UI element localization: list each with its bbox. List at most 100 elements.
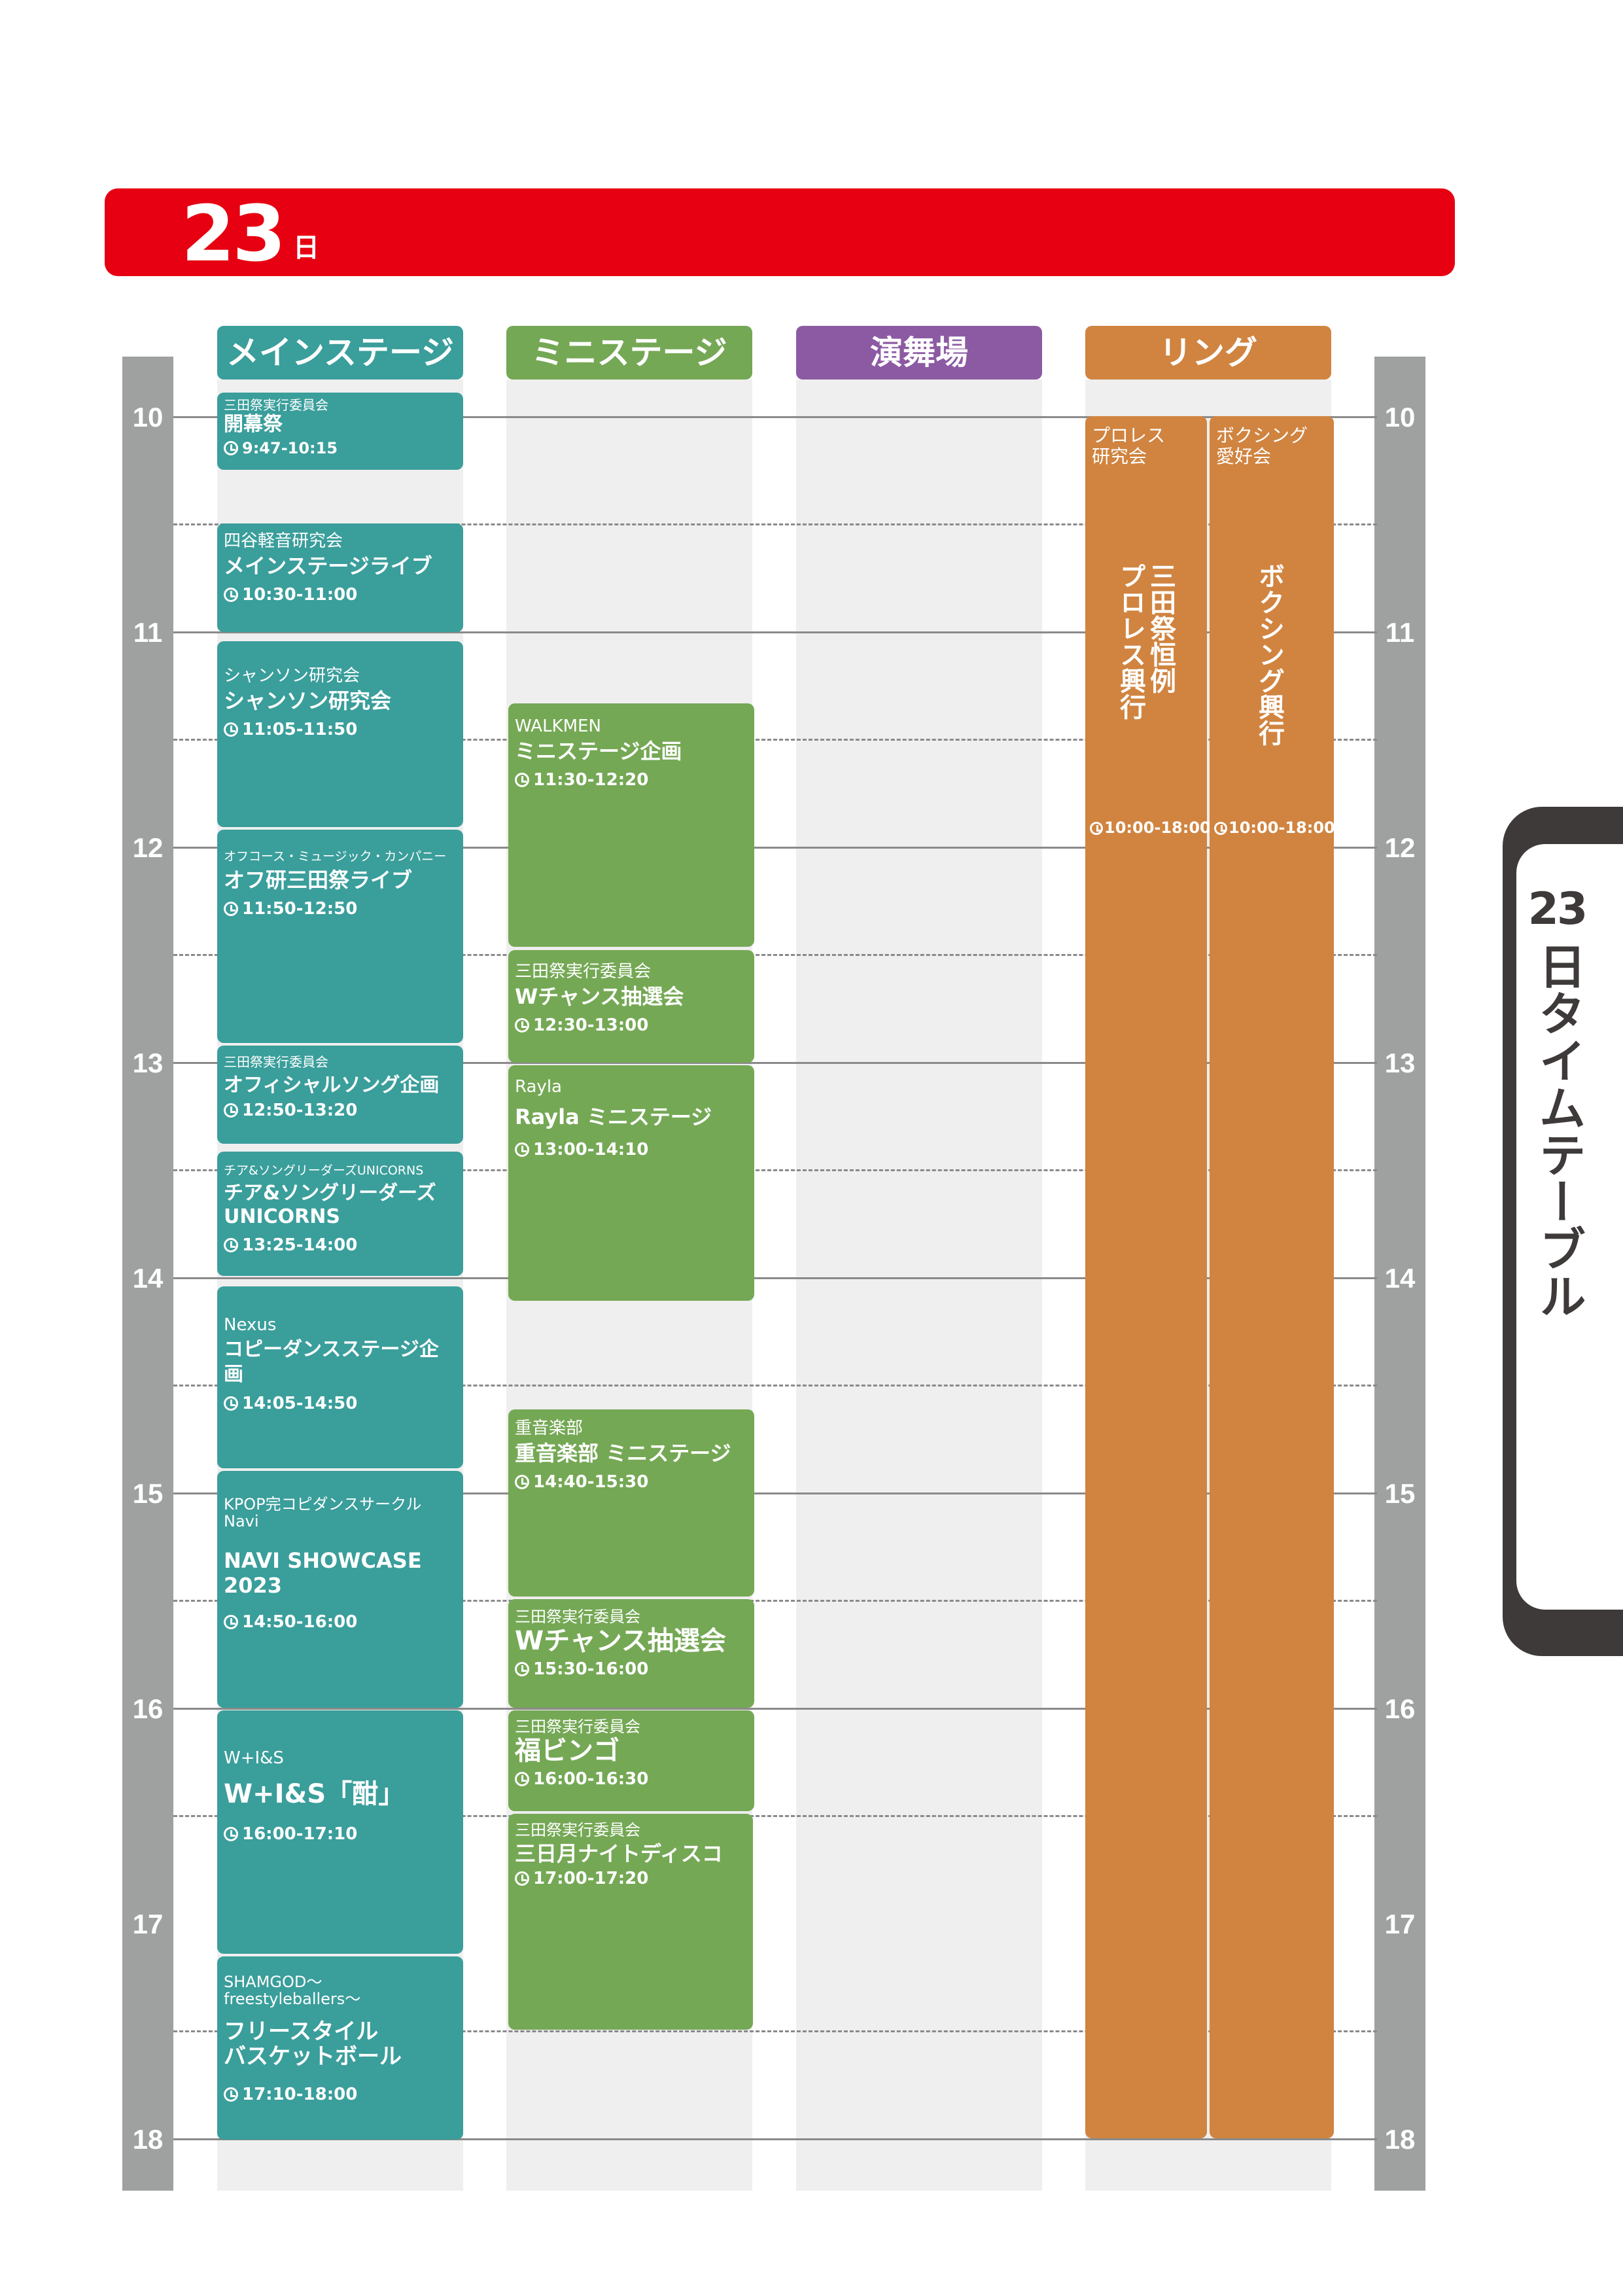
hour-line (173, 1062, 1377, 1064)
hour-label: 17 (132, 1909, 164, 1939)
event-title: 三田祭恒例 (1145, 563, 1176, 694)
clock-icon (224, 1103, 238, 1118)
half-hour-line (173, 2030, 1377, 2032)
event-time: 16:00-16:30 (533, 1769, 649, 1789)
event-group: 三田祭実行委員会 (515, 1608, 640, 1626)
event-time-row: 10:00-18:00 (1214, 818, 1335, 838)
hour-label: 13 (1384, 1048, 1416, 1078)
clock-icon (1214, 822, 1227, 835)
event-card[interactable]: シャンソン研究会 シャンソン研究会 11:05-11:50 (217, 641, 463, 827)
event-time: 10:00-18:00 (1104, 819, 1211, 837)
event-time: 11:30-12:20 (533, 770, 649, 790)
event-card[interactable]: WALKMEN ミニステージ企画 11:30-12:20 (508, 703, 754, 947)
event-title: フリースタイル (224, 2019, 379, 2045)
event-group: Nexus (224, 1315, 277, 1335)
event-title: ボクシング興行 (1254, 563, 1284, 746)
hour-label: 16 (1384, 1693, 1416, 1724)
half-hour-line (173, 1600, 1377, 1602)
event-title: Wチャンス抽選会 (515, 984, 684, 1009)
event-card-boxing[interactable]: ボクシング 愛好会 (1210, 416, 1334, 2138)
event-group: オフコース・ミュージック・カンパニー (224, 849, 447, 864)
event-card[interactable]: 重音楽部 重音楽部 ミニステージ 14:40-15:30 (508, 1409, 754, 1597)
event-time: 14:05-14:50 (242, 1394, 358, 1413)
event-group: Rayla (515, 1077, 562, 1097)
event-card[interactable]: チア&ソングリーダーズUNICORNS チア&ソングリーダーズ UNICORNS… (217, 1152, 463, 1276)
event-card[interactable]: 三田祭実行委員会 開幕祭 9:47-10:15 (217, 393, 463, 470)
event-card[interactable]: 三田祭実行委員会 Wチャンス抽選会 12:30-13:00 (508, 950, 754, 1063)
event-card[interactable]: W+I&S W+I&S「酣」 16:00-17:10 (217, 1710, 463, 1954)
side-index-tab-inner (1516, 844, 1623, 1610)
event-title: W+I&S「酣」 (224, 1779, 405, 1809)
event-title: チア&ソングリーダーズ (224, 1182, 436, 1205)
event-title: Wチャンス抽選会 (515, 1626, 726, 1656)
event-group: ボクシング (1216, 425, 1308, 446)
event-card-pro-wrestling[interactable]: プロレス 研究会 (1085, 416, 1207, 2138)
column-header-main-stage: メインステージ (217, 326, 463, 380)
half-hour-line (173, 523, 1377, 525)
hour-label: 13 (132, 1048, 164, 1078)
event-group: 三田祭実行委員会 (515, 1821, 640, 1839)
event-time: 10:00-18:00 (1229, 819, 1335, 837)
clock-icon (515, 1475, 529, 1489)
hour-line (173, 2138, 1377, 2140)
event-time: 13:00-14:10 (533, 1140, 649, 1159)
clock-icon (224, 588, 238, 602)
event-time: 13:25-14:00 (242, 1235, 358, 1255)
event-title-line2: UNICORNS (224, 1205, 340, 1228)
event-card[interactable]: オフコース・ミュージック・カンパニー オフ研三田祭ライブ 11:50-12:50 (217, 830, 463, 1043)
event-time: 14:50-16:00 (242, 1612, 358, 1632)
time-bar-right (1374, 357, 1425, 2191)
hour-label: 12 (132, 832, 164, 863)
event-title-line2: バスケットボール (224, 2043, 402, 2070)
hour-label: 11 (1385, 617, 1415, 648)
event-card[interactable]: Nexus コピーダンスステージ企画 14:05-14:50 (217, 1286, 463, 1468)
event-card[interactable]: KPOP完コピダンスサークル Navi NAVI SHOWCASE 2023 1… (217, 1471, 463, 1708)
hour-label: 10 (132, 402, 164, 433)
event-card[interactable]: 三田祭実行委員会 オフィシャルソング企画 12:50-13:20 (217, 1046, 463, 1144)
event-group: シャンソン研究会 (224, 666, 360, 686)
event-group: 四谷軽音研究会 (224, 531, 343, 551)
event-time: 14:40-15:30 (533, 1472, 649, 1492)
time-bar-left (122, 357, 173, 2191)
event-group: プロレス (1092, 425, 1166, 446)
half-hour-line (173, 739, 1377, 741)
clock-icon (515, 1871, 529, 1886)
event-title: 三日月ナイトディスコ (515, 1841, 723, 1866)
hour-label: 16 (132, 1693, 164, 1724)
event-title: 開幕祭 (224, 413, 283, 436)
event-card[interactable]: SHAMGOD〜freestyleballers〜 フリースタイル バスケットボ… (217, 1956, 463, 2140)
event-group: W+I&S (224, 1748, 284, 1768)
event-card[interactable]: 三田祭実行委員会 Wチャンス抽選会 15:30-16:00 (508, 1599, 754, 1708)
hour-label: 11 (133, 617, 163, 648)
event-time: 16:00-17:10 (242, 1824, 358, 1844)
side-tab-text: 日タイムテーブル (1531, 942, 1586, 1319)
hour-label: 18 (132, 2124, 164, 2155)
event-group: 重音楽部 (515, 1419, 584, 1438)
clock-icon (515, 1142, 529, 1157)
event-time: 10:30-11:00 (242, 585, 358, 605)
event-title-line2: プロレス興行 (1115, 563, 1145, 720)
side-tab-number: 23 (1527, 883, 1588, 935)
event-group-line2: 研究会 (1092, 446, 1147, 467)
event-group: SHAMGOD〜freestyleballers〜 (224, 1973, 361, 2008)
event-card[interactable]: 四谷軽音研究会 メインステージライブ 10:30-11:00 (217, 523, 463, 632)
event-title: シャンソン研究会 (224, 688, 392, 713)
event-time: 17:00-17:20 (533, 1869, 649, 1888)
hour-label: 17 (1384, 1909, 1416, 1939)
clock-icon (224, 1238, 238, 1252)
event-card[interactable]: Rayla Rayla ミニステージ 13:00-14:10 (508, 1065, 754, 1301)
event-group: 三田祭実行委員会 (224, 397, 328, 413)
event-card[interactable]: 三田祭実行委員会 三日月ナイトディスコ 17:00-17:20 (508, 1814, 753, 2030)
clock-icon (224, 722, 238, 737)
half-hour-line (173, 1815, 1377, 1817)
half-hour-line (173, 1385, 1377, 1386)
event-title: オフ研三田祭ライブ (224, 868, 413, 892)
event-group: WALKMEN (515, 716, 601, 736)
hour-label: 18 (1384, 2124, 1416, 2155)
event-title: NAVI SHOWCASE 2023 (224, 1548, 422, 1598)
event-title: Rayla ミニステージ (515, 1104, 712, 1129)
half-hour-line (173, 1169, 1377, 1171)
event-card[interactable]: 三田祭実行委員会 福ビンゴ 16:00-16:30 (508, 1710, 754, 1811)
hour-line (173, 1708, 1377, 1710)
hour-line (173, 631, 1377, 633)
